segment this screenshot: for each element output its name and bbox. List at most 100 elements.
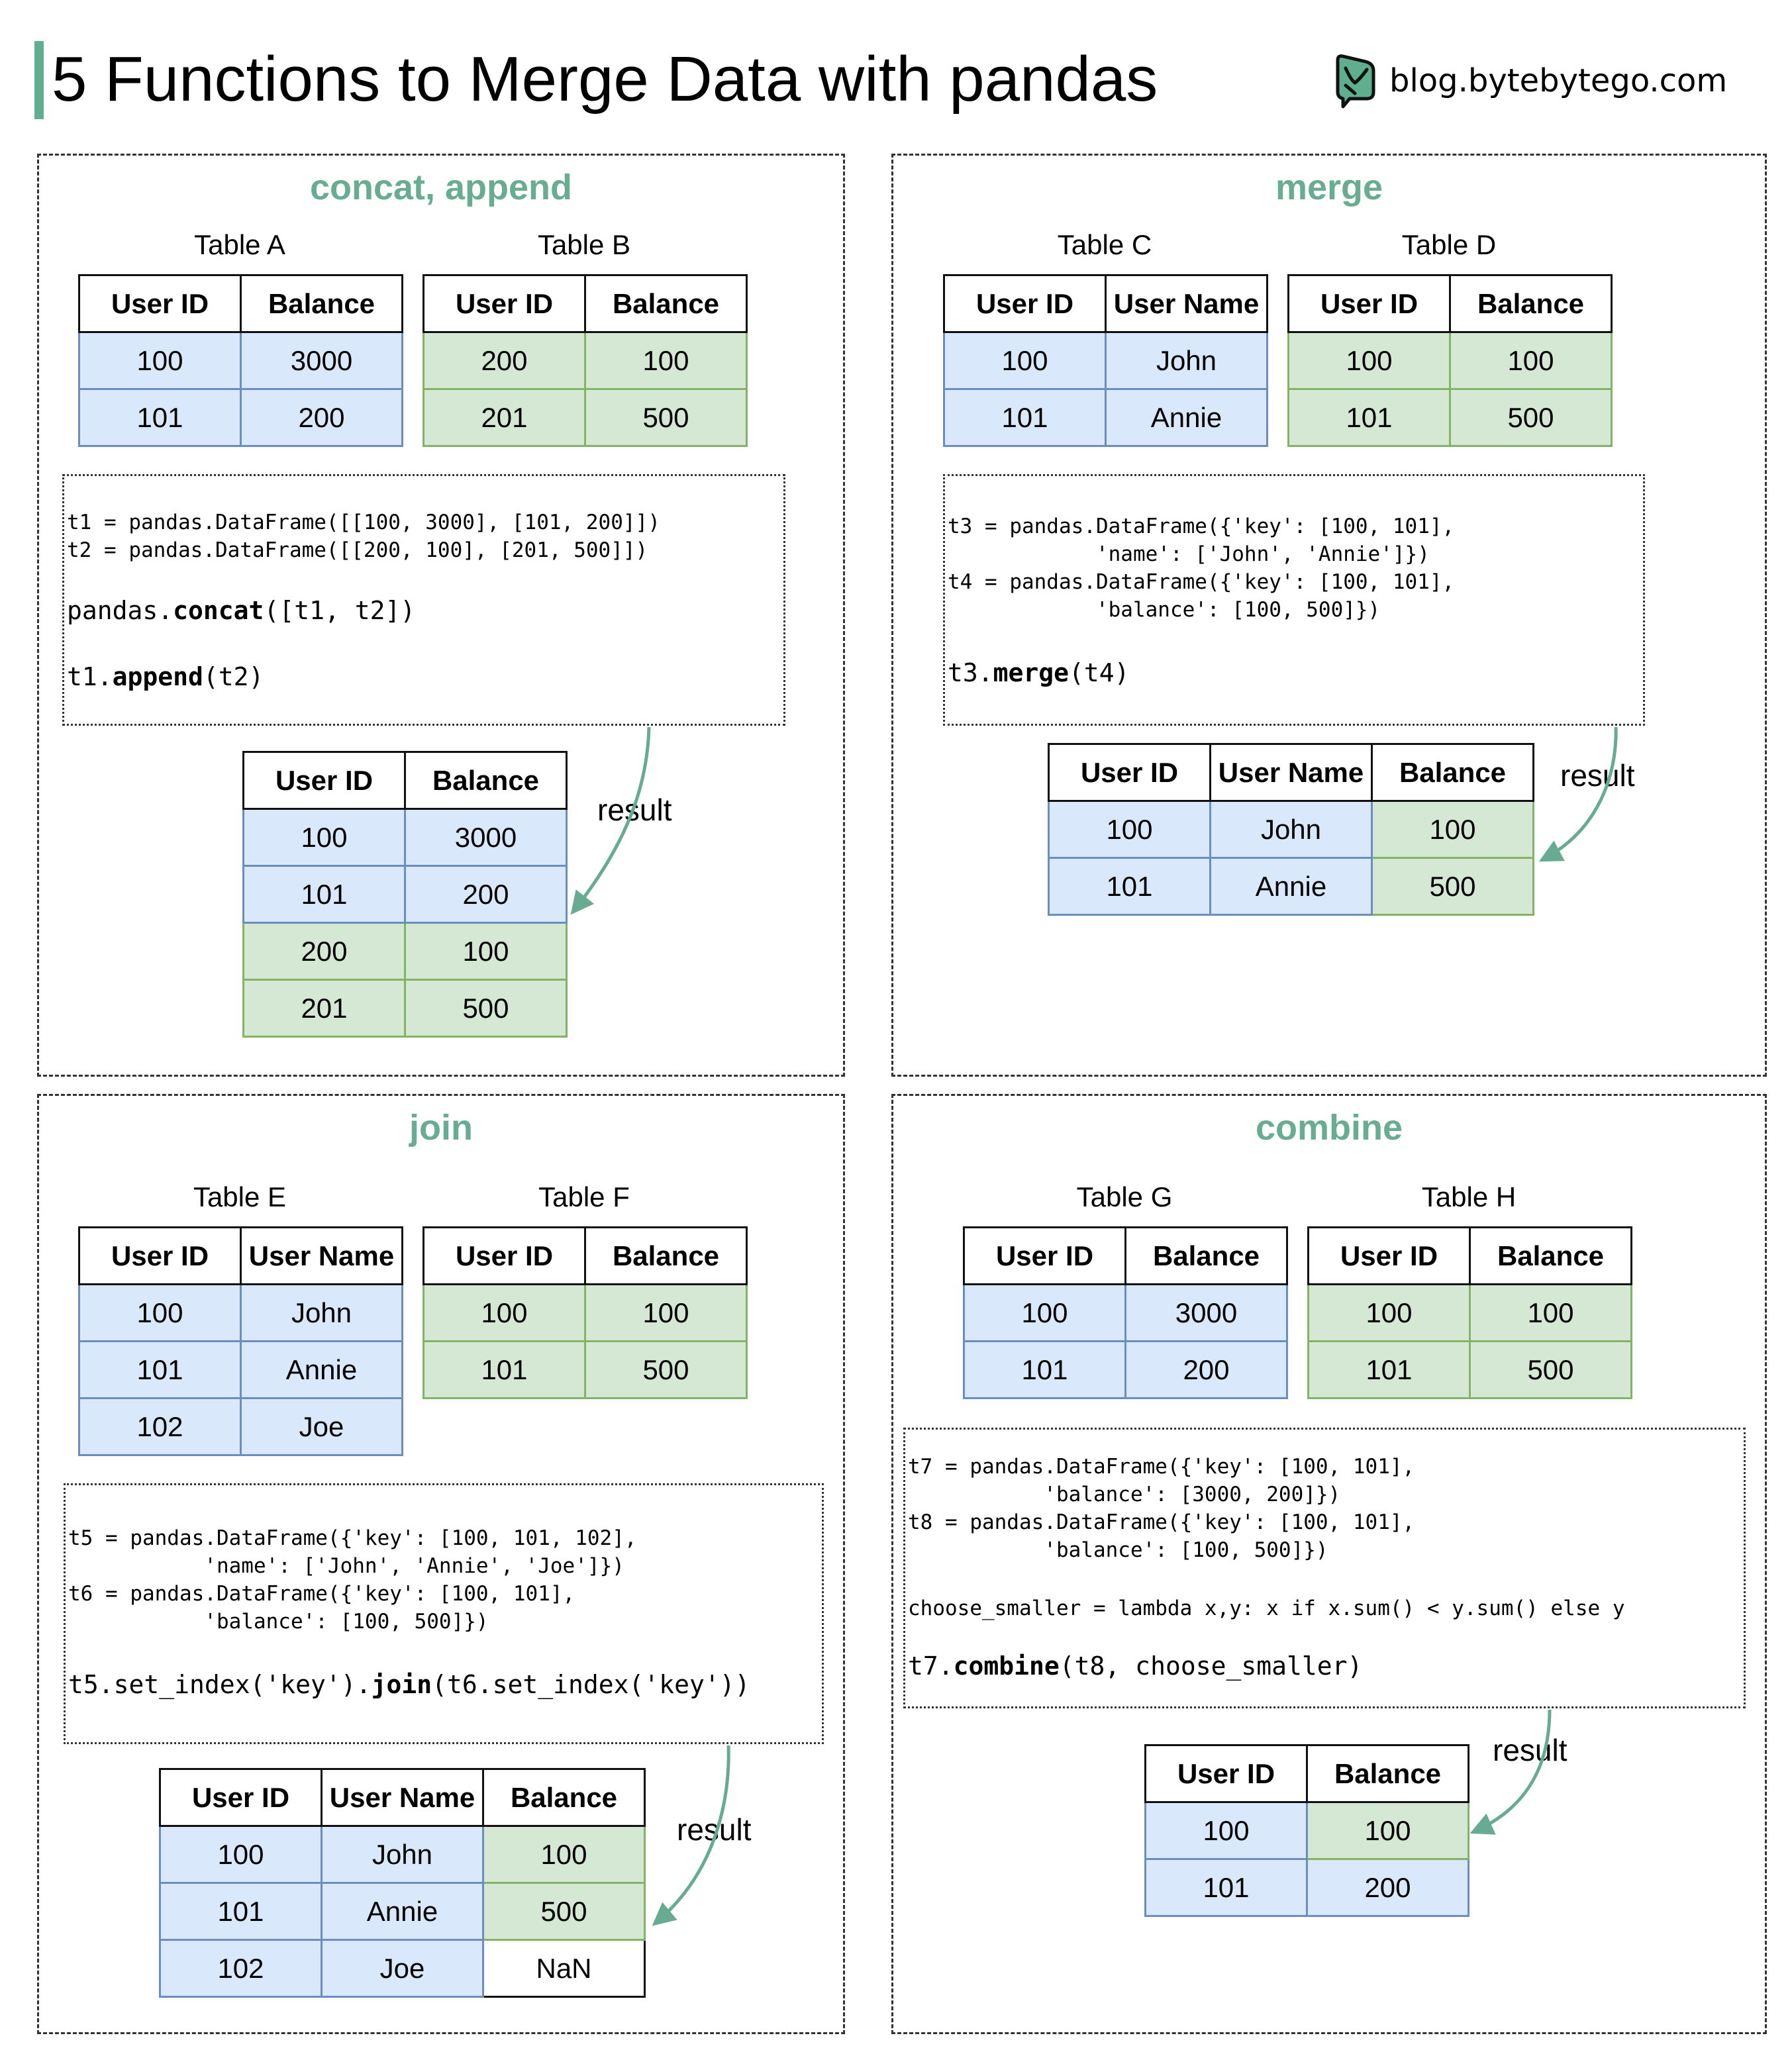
- table-cell: 100: [943, 331, 1107, 390]
- header-cell: Balance: [1306, 1744, 1469, 1803]
- table-cell: 3000: [1124, 1283, 1288, 1342]
- header-cell: User ID: [242, 751, 406, 810]
- header-cell: User ID: [78, 274, 242, 333]
- code-line: t3.merge(t4): [948, 658, 1130, 687]
- concat-code-block: t1 = pandas.DataFrame([[100, 3000], [101…: [62, 474, 785, 726]
- code-line: choose_smaller = lambda x,y: x if x.sum(…: [908, 1596, 1625, 1620]
- table-cell: 100: [1306, 1801, 1469, 1860]
- table-cell: 102: [159, 1939, 323, 1998]
- header-cell: Balance: [240, 274, 403, 333]
- code-line: t1 = pandas.DataFrame([[100, 3000], [101…: [67, 511, 660, 534]
- code-line: t6 = pandas.DataFrame({'key': [100, 101]…: [68, 1582, 575, 1606]
- header-cell: User ID: [1144, 1744, 1308, 1803]
- header-cell: Balance: [1124, 1226, 1288, 1285]
- table-d-caption: Table D: [1401, 229, 1497, 260]
- merge-panel-title: merge: [1275, 168, 1383, 207]
- table-cell: 500: [584, 1340, 748, 1399]
- table-cell: 500: [1469, 1340, 1632, 1399]
- table-cell: 100: [1287, 331, 1451, 390]
- concat-panel-title: concat, append: [309, 168, 573, 207]
- table-cell: 100: [1144, 1801, 1308, 1860]
- header-cell: User ID: [159, 1768, 323, 1827]
- header-cell: User ID: [963, 1226, 1126, 1285]
- header-cell: Balance: [1449, 274, 1613, 333]
- join-code-block: t5 = pandas.DataFrame({'key': [100, 101,…: [64, 1483, 824, 1744]
- code-line: 'balance': [100, 500]}): [908, 1538, 1328, 1562]
- table-cell: 200: [240, 388, 403, 447]
- table-cell: 100: [482, 1825, 646, 1884]
- table-cell: 101: [1048, 857, 1211, 916]
- code-line: t3 = pandas.DataFrame({'key': [100, 101]…: [948, 515, 1455, 538]
- code-line: 'balance': [3000, 200]}): [908, 1483, 1341, 1506]
- table-g-caption: Table G: [1076, 1181, 1173, 1212]
- table-cell: 101: [963, 1340, 1126, 1399]
- table-cell: John: [321, 1825, 484, 1884]
- table-cell: 101: [242, 865, 406, 924]
- table-cell: 100: [78, 331, 242, 390]
- code-line: t8 = pandas.DataFrame({'key': [100, 101]…: [908, 1510, 1415, 1534]
- table-cell: 100: [1048, 800, 1211, 859]
- code-line: pandas.concat([t1, t2]): [67, 596, 416, 625]
- table-c-caption: Table C: [1057, 229, 1152, 260]
- combine-panel-title: combine: [1255, 1108, 1403, 1148]
- merge-result-arrow: [1538, 726, 1618, 862]
- table-cell: 100: [963, 1283, 1126, 1342]
- table-cell: 101: [1307, 1340, 1471, 1399]
- table-cell: 200: [1306, 1858, 1469, 1917]
- table-cell: 102: [78, 1397, 242, 1456]
- table-cell: 100: [584, 331, 748, 390]
- table-cell: Joe: [240, 1397, 403, 1456]
- table-cell: NaN: [482, 1939, 646, 1998]
- concat-result-arrow: [570, 726, 651, 915]
- table-cell: 200: [404, 865, 568, 924]
- code-line: 'balance': [100, 500]}): [68, 1610, 489, 1634]
- table-cell: Annie: [240, 1340, 403, 1399]
- join-result-arrow: [652, 1745, 730, 1926]
- table-cell: 100: [78, 1283, 242, 1342]
- panel-join: [37, 1094, 845, 2034]
- join-function: join: [371, 1670, 432, 1699]
- concat-function: concat: [173, 596, 264, 625]
- combine-result-arrow: [1469, 1709, 1552, 1835]
- table-cell: 101: [423, 1340, 586, 1399]
- table-h-caption: Table H: [1421, 1181, 1517, 1212]
- brand[interactable]: blog.bytebytego.com: [1331, 48, 1727, 114]
- merge-code-block: t3 = pandas.DataFrame({'key': [100, 101]…: [943, 474, 1645, 726]
- header-cell: User ID: [1307, 1226, 1471, 1285]
- table-cell: Annie: [321, 1882, 484, 1941]
- code-line: t2 = pandas.DataFrame([[200, 100], [201,…: [67, 538, 648, 562]
- page-title: 5 Functions to Merge Data with pandas: [52, 44, 1158, 115]
- code-line: 'name': ['John', 'Annie', 'Joe']}): [68, 1554, 624, 1578]
- table-cell: 200: [423, 331, 586, 390]
- table-cell: 101: [78, 1340, 242, 1399]
- table-cell: 100: [1469, 1283, 1632, 1342]
- header-cell: Balance: [584, 1226, 748, 1285]
- table-cell: 3000: [404, 808, 568, 867]
- join-panel-title: join: [409, 1108, 473, 1148]
- header-cell: Balance: [584, 274, 748, 333]
- table-cell: John: [1209, 800, 1373, 859]
- table-cell: Annie: [1209, 857, 1373, 916]
- table-cell: 500: [1449, 388, 1613, 447]
- panel-concat: [37, 154, 845, 1077]
- code-line: t1.append(t2): [67, 662, 264, 691]
- table-cell: John: [1105, 331, 1268, 390]
- table-cell: 100: [404, 922, 568, 981]
- title-accent-bar: [34, 41, 44, 119]
- header-cell: Balance: [1469, 1226, 1632, 1285]
- table-cell: 101: [1144, 1858, 1308, 1917]
- table-cell: 101: [159, 1882, 323, 1941]
- table-f-caption: Table F: [538, 1181, 630, 1212]
- merge-result-label: result: [1560, 758, 1635, 793]
- table-cell: 101: [1287, 388, 1451, 447]
